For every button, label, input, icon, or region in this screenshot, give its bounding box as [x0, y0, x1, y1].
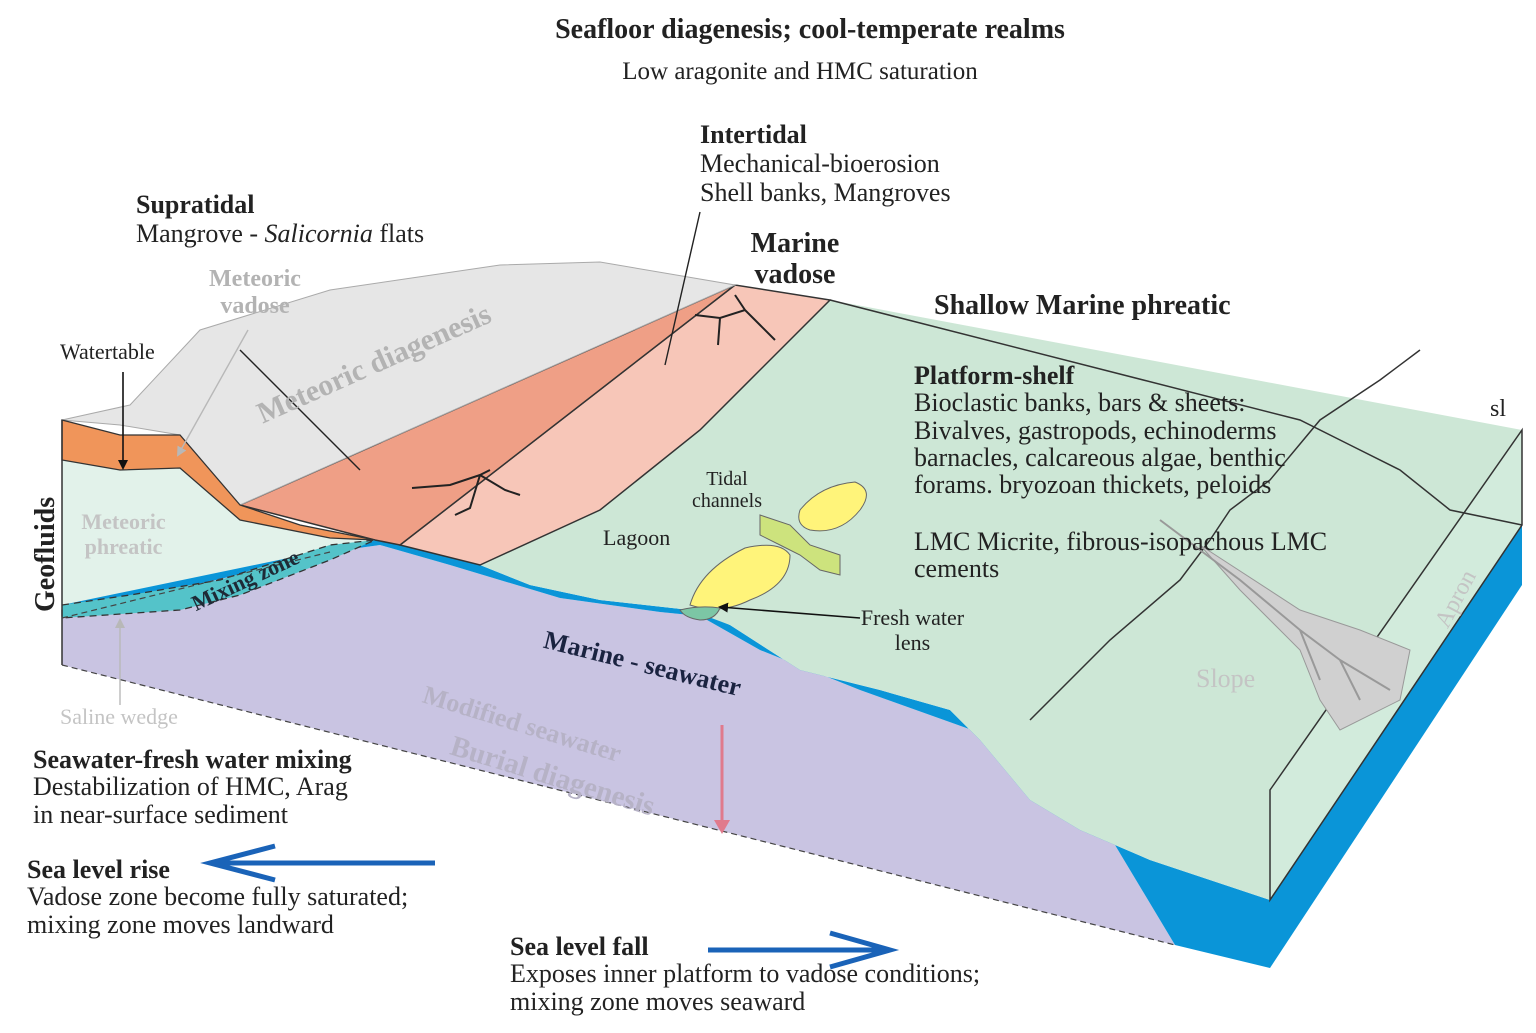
platform-shelf-heading: Platform-shelf	[914, 361, 1075, 390]
watertable-label: Watertable	[60, 339, 155, 364]
lmc-line-2: cements	[914, 554, 1000, 584]
sea-level-fall-arrow	[708, 930, 900, 970]
meteoric-vadose-label: Meteoric vadose	[195, 266, 315, 320]
meteoric-vadose-arrow	[177, 329, 249, 457]
root-cracks-supratidal	[411, 469, 521, 516]
sea-level-rise-arrow	[200, 843, 435, 883]
fresh-water-lens-label: Fresh water lens	[845, 605, 980, 655]
sea-level-fall-note: Sea level fall Exposes inner platform to…	[510, 933, 980, 1015]
mixing-note: Seawater-fresh water mixing Destabilizat…	[33, 746, 352, 828]
meteoric-vadose-line-2: vadose	[220, 292, 290, 319]
burial-dashed-edge	[61, 551, 331, 619]
fresh-water-lens-line-1: Fresh water	[860, 605, 965, 630]
apron-channels	[1159, 519, 1391, 701]
bottom-dashed-edge	[61, 664, 1176, 946]
platform-shelf-line-2: Bivalves, gastropods, echinoderms	[914, 415, 1277, 445]
meteoric-phreatic-line-1: Meteoric	[81, 509, 166, 534]
supratidal-line: Mangrove - Salicornia flats	[136, 219, 424, 248]
lmc-line-1: LMC Micrite, fibrous-isopachous LMC	[914, 527, 1328, 556]
tidal-channel	[759, 514, 841, 576]
platform-shelf-line-4: forams. bryozoan thickets, peloids	[914, 470, 1272, 500]
watertable-band	[61, 419, 376, 541]
sea-level-rise-line-1: Vadose zone become fully saturated;	[27, 882, 409, 912]
platform-shelf-label: Platform-shelf Bioclastic banks, bars & …	[914, 361, 1286, 500]
marine-seawater-side-face	[1270, 525, 1522, 968]
diagram-title: Seafloor diagenesis; cool-temperate real…	[555, 14, 1065, 45]
marine-vadose-label: Marine vadose	[725, 228, 865, 291]
supratidal-leader	[239, 349, 361, 471]
meteoric-phreatic-zone	[62, 460, 375, 605]
sea-level-fall-line-2: mixing zone moves seaward	[510, 986, 806, 1016]
mixing-note-line-1: Destabilization of HMC, Arag	[33, 772, 348, 802]
fresh-water-lens-line-2: lens	[894, 629, 931, 655]
sea-level-rise-note: Sea level rise Vadose zone become fully …	[27, 856, 408, 938]
root-cracks-intertidal	[694, 294, 776, 346]
lmc-label: LMC Micrite, fibrous-isopachous LMC ceme…	[914, 528, 1327, 583]
shallow-marine-phreatic-label: Shallow Marine phreatic	[934, 290, 1231, 321]
sea-level-rise-line-2: mixing zone moves landward	[27, 909, 334, 939]
intertidal-line-1: Mechanical-bioerosion	[700, 149, 940, 179]
shelf-break-line	[829, 299, 1523, 526]
saline-wedge-label: Saline wedge	[60, 704, 178, 729]
supratidal-italic: Salicornia	[264, 219, 373, 249]
mixing-note-line-2: in near-surface sediment	[33, 799, 289, 829]
meteoric-phreatic-label: Meteoric phreatic	[66, 509, 181, 559]
sea-level-mark: sl	[1490, 396, 1507, 422]
slope-top-line	[1029, 349, 1421, 721]
lagoon-label: Lagoon	[603, 525, 671, 550]
marine-seawater-zone	[62, 540, 1270, 968]
marine-vadose-line-2: vadose	[754, 259, 836, 291]
sea-level-fall-heading: Sea level fall	[510, 932, 649, 961]
fresh-water-lens-arrow	[718, 602, 861, 619]
mixing-note-heading: Seawater-fresh water mixing	[33, 745, 352, 774]
tidal-channels-line-1: Tidal	[706, 468, 748, 490]
sea-level-rise-heading: Sea level rise	[27, 855, 170, 884]
diagram-subtitle: Low aragonite and HMC saturation	[622, 58, 978, 85]
sea-level-fall-line-1: Exposes inner platform to vadose conditi…	[510, 959, 981, 989]
supratidal-suffix: flats	[372, 219, 425, 249]
tidal-channels-label: Tidal channels	[672, 468, 782, 513]
fresh-water-lens-shape	[679, 606, 721, 621]
platform-shelf-line-1: Bioclastic banks, bars & sheets:	[914, 388, 1246, 418]
meteoric-vadose-zone	[61, 261, 737, 506]
meteoric-vadose-line-1: Meteoric	[209, 266, 301, 292]
meteoric-phreatic-line-2: phreatic	[84, 533, 163, 559]
supratidal-prefix: Mangrove -	[136, 219, 265, 249]
slope-label: Slope	[1196, 664, 1256, 693]
intertidal-label: Intertidal Mechanical-bioerosion Shell b…	[700, 120, 951, 207]
tidal-channels-line-2: channels	[692, 490, 762, 513]
shoal-north	[798, 481, 867, 532]
supratidal-heading: Supratidal	[136, 190, 255, 219]
burial-zone	[62, 545, 1175, 945]
intertidal-heading: Intertidal	[700, 120, 807, 149]
supratidal-label: Supratidal Mangrove - Salicornia flats	[136, 190, 424, 248]
intertidal-line-2: Shell banks, Mangroves	[700, 178, 951, 208]
geofluids-label: Geofluids	[30, 496, 61, 612]
marine-vadose-line-1: Marine	[750, 228, 840, 259]
platform-shelf-line-3: barnacles, calcareous algae, benthic	[914, 442, 1286, 472]
shoal-south	[689, 544, 791, 610]
intertidal-leader	[664, 211, 701, 366]
